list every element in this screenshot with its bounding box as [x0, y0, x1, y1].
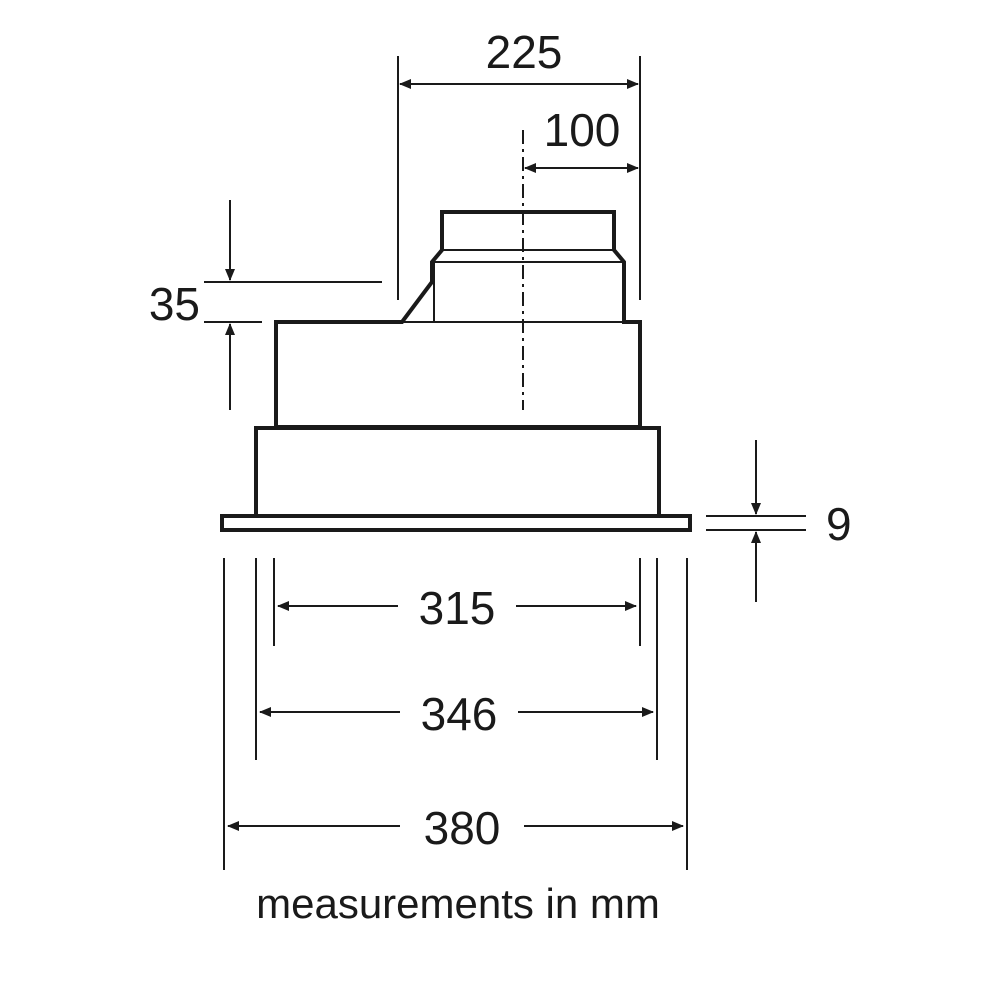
units-note: measurements in mm	[256, 880, 660, 927]
label-35: 35	[149, 278, 200, 330]
label-315: 315	[419, 582, 496, 634]
bottom-extension-lines	[223, 558, 688, 870]
dimension-225: 225	[397, 26, 641, 300]
dimension-346: 346	[259, 688, 654, 740]
dimension-315: 315	[277, 582, 637, 634]
label-346: 346	[421, 688, 498, 740]
hood-outline	[220, 130, 692, 532]
dimension-100: 100	[524, 104, 639, 173]
label-225: 225	[486, 26, 563, 78]
label-9: 9	[826, 498, 852, 550]
dimension-380: 380	[227, 802, 684, 854]
lower-box	[254, 426, 661, 516]
dimension-9: 9	[706, 440, 852, 602]
upper-box	[274, 210, 642, 428]
label-100: 100	[544, 104, 621, 156]
dimension-35: 35	[149, 200, 382, 410]
flange-plate	[220, 514, 692, 532]
label-380: 380	[424, 802, 501, 854]
